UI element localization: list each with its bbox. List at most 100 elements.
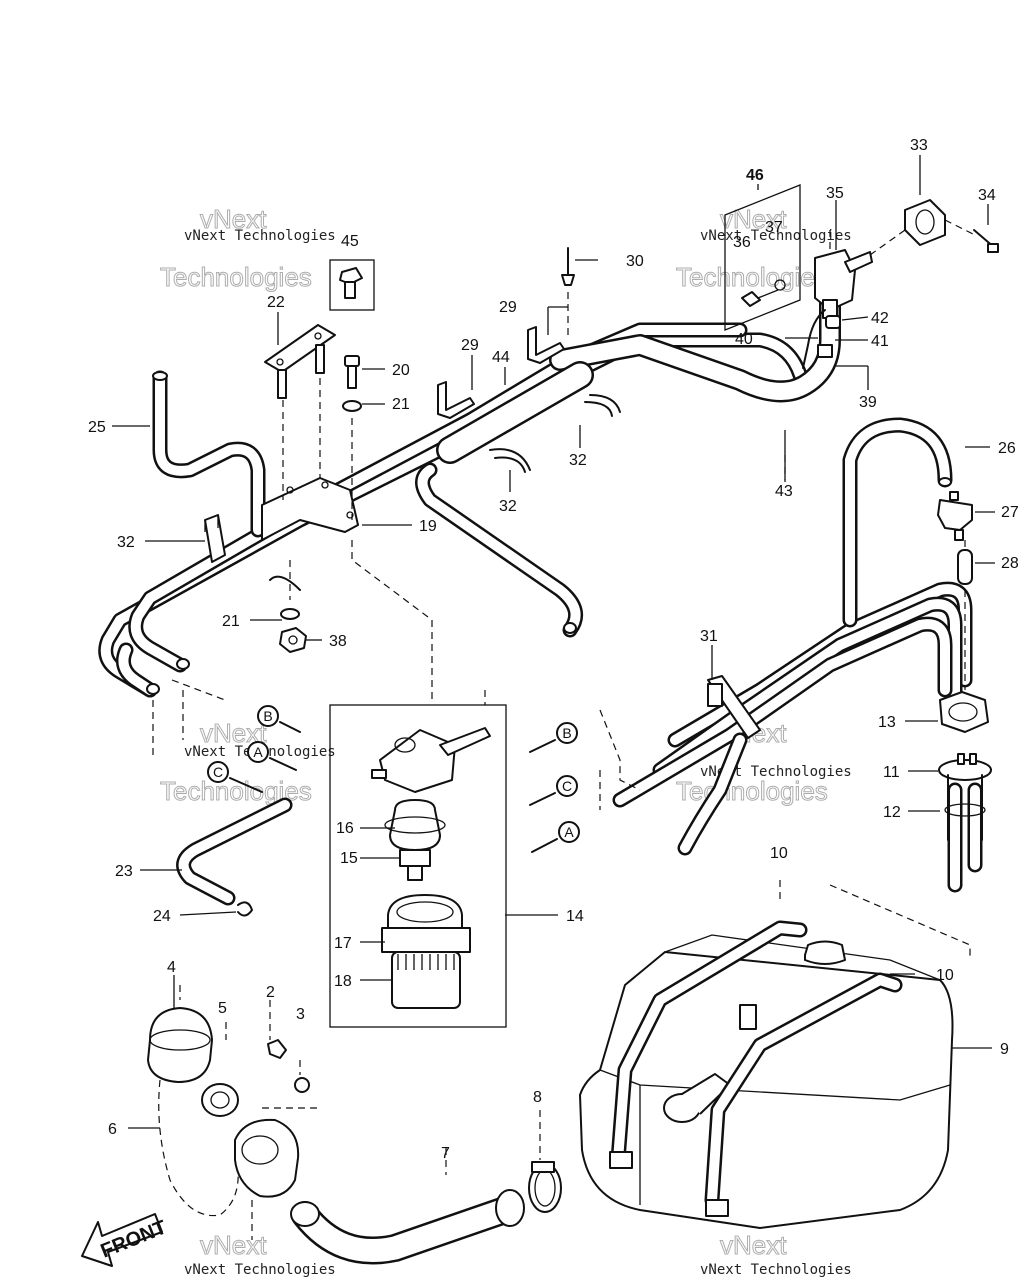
callout-28: 28 (1001, 555, 1019, 572)
clip-29-b (527, 326, 565, 364)
callout-31: 31 (700, 628, 718, 645)
callout-10-b: 10 (936, 967, 954, 984)
upper-fuel-tube-bundle (98, 289, 841, 698)
callout-32-c: 32 (569, 452, 587, 469)
callout-17: 17 (334, 935, 352, 952)
chain-6 (158, 1079, 239, 1217)
fitting-42 (825, 315, 841, 329)
callout-10: 10 (770, 845, 788, 862)
hose-7 (290, 1189, 525, 1265)
callout-8: 8 (533, 1089, 542, 1106)
callout-42: 42 (871, 310, 889, 327)
nut-13 (939, 691, 989, 733)
clip-24 (237, 901, 253, 917)
clamp-32-under (269, 575, 301, 591)
svg-text:C: C (562, 778, 572, 794)
plate-22 (264, 324, 336, 399)
callout-12: 12 (883, 804, 901, 821)
clamp-32-mid (489, 448, 531, 473)
nut-3 (294, 1077, 310, 1093)
callout-18: 18 (334, 973, 352, 990)
svg-text:vNext: vNext (720, 1230, 787, 1260)
callout-41: 41 (871, 333, 889, 350)
connector-c-right: C (529, 775, 578, 806)
screw-34 (973, 229, 999, 253)
callout-24: 24 (153, 908, 171, 925)
callout-39: 39 (859, 394, 877, 411)
hose-23 (176, 797, 293, 906)
callout-11: 11 (883, 764, 900, 781)
callout-26: 26 (998, 440, 1016, 457)
callout-19: 19 (419, 518, 437, 535)
front-direction-arrow: FRONT (81, 1213, 170, 1267)
connector-a-right: A (531, 821, 580, 853)
clamp-41 (817, 344, 833, 358)
callout-13: 13 (878, 714, 896, 731)
callout-15: 15 (340, 850, 358, 867)
callout-40: 40 (735, 331, 753, 348)
watermark-mid-left: vNext Technologies vNext Technologies (160, 718, 336, 807)
fuel-tank-9 (579, 920, 954, 1229)
hose-28 (957, 549, 973, 585)
callout-25: 25 (88, 419, 106, 436)
callout-16: 16 (336, 820, 354, 837)
svg-text:Technologies: Technologies (160, 262, 312, 292)
gasket-5 (201, 1083, 239, 1117)
callout-4: 4 (167, 959, 176, 976)
connector-b-left: B (257, 705, 301, 733)
watermark-bottom-right: vNext vNext Technologies (700, 1230, 852, 1279)
fuel-cap-4 (147, 1007, 213, 1083)
filler-neck-1 (234, 1118, 300, 1198)
callout-2: 2 (266, 984, 275, 1001)
hose-clamp-8 (528, 1161, 562, 1213)
callout-32-b: 32 (499, 498, 517, 515)
nut-38 (279, 627, 307, 653)
svg-text:vNext: vNext (720, 204, 787, 234)
callout-22: 22 (267, 294, 285, 311)
callout-21: 21 (392, 396, 410, 413)
clamp-32-right (584, 394, 621, 417)
callout-46: 46 (746, 167, 764, 184)
svg-text:A: A (253, 744, 263, 760)
washer-21 (342, 400, 362, 412)
callout-30: 30 (626, 253, 644, 270)
callout-27: 27 (1001, 504, 1019, 521)
clip-29-a (437, 381, 475, 419)
callout-44: 44 (492, 349, 510, 366)
watermark-bottom-left: vNext vNext Technologies (184, 1230, 336, 1279)
mounting-bracket-19 (261, 477, 359, 541)
clamp-32-left (204, 514, 226, 563)
band-31 (707, 675, 761, 739)
svg-text:A: A (564, 824, 574, 840)
vent-hose-25 (152, 370, 266, 538)
callout-38: 38 (329, 633, 347, 650)
right-fuel-tube-bundle (612, 417, 973, 856)
fuel-filter-27 (937, 491, 973, 541)
callout-21-b: 21 (222, 613, 240, 630)
svg-text:B: B (562, 725, 571, 741)
callout-5: 5 (218, 1000, 227, 1017)
filter-assembly-14 (329, 704, 507, 1028)
svg-text:vNext Technologies: vNext Technologies (700, 764, 852, 780)
connector-c-left: C (207, 761, 263, 793)
callout-29-b: 29 (499, 299, 517, 316)
callout-labels: 33 34 35 46 37 36 45 30 29 22 42 40 41 2… (88, 137, 1019, 1162)
callout-9: 9 (1000, 1041, 1009, 1058)
gauge-unit-11-12 (938, 753, 992, 893)
callout-43: 43 (775, 483, 793, 500)
callout-32-a: 32 (117, 534, 135, 551)
svg-text:vNext Technologies: vNext Technologies (184, 228, 336, 244)
bolt-45 (329, 259, 375, 311)
svg-text:Technologies: Technologies (676, 776, 828, 806)
svg-text:vNext Technologies: vNext Technologies (184, 1262, 336, 1278)
svg-text:vNext: vNext (200, 204, 267, 234)
watermark-top-left: vNext Technologies vNext Technologies (160, 204, 336, 293)
callout-3: 3 (296, 1006, 305, 1023)
connector-b-right: B (529, 722, 578, 753)
svg-text:B: B (263, 708, 272, 724)
watermark-mid-right: vNext Technologies vNext Technologies (676, 718, 852, 807)
callout-45: 45 (341, 233, 359, 250)
assembly-guide-lines (152, 219, 976, 1240)
callout-37: 37 (765, 219, 783, 236)
callout-leaders (112, 155, 995, 1129)
